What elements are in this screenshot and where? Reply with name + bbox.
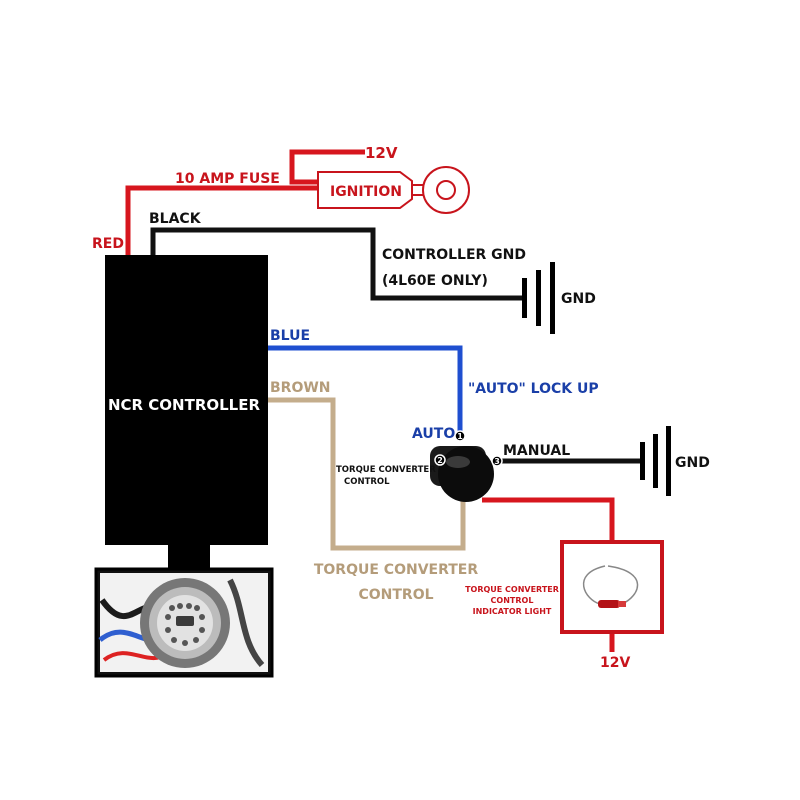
label-12v-top: 12V [365,144,398,162]
red-wire-indicator [482,497,615,542]
controller-name-label: NCR CONTROLLER [108,396,261,414]
switch-pin-3: 3 [494,457,500,466]
label-indicator-2: CONTROL [491,596,534,605]
black-wire-controller-gnd [150,227,522,301]
label-brown: BROWN [270,380,331,396]
switch-pin-2: 2 [437,456,443,465]
brown-wire-tcc [268,397,466,551]
label-fuse: 10 AMP FUSE [175,171,280,187]
rocker-switch-icon [430,430,503,502]
switch-pin-1: 1 [457,432,463,441]
label-auto: AUTO [412,426,455,442]
label-gnd-right: GND [675,455,710,471]
blue-wire-auto-lockup [268,345,463,436]
label-black: BLACK [149,211,202,227]
label-red: RED [92,236,124,252]
label-indicator-3: INDICATOR LIGHT [473,607,552,616]
ground-symbol-icon [640,426,671,496]
label-tcc-bottom-2: CONTROL [358,587,433,603]
indicator-light-icon [560,540,664,634]
ncr-controller-body [105,255,268,545]
label-blue: BLUE [270,328,310,344]
label-tcc-switch-1: TORQUE CONVERTER [336,465,436,475]
label-auto-lockup: "AUTO" LOCK UP [468,381,599,397]
label-ignition: IGNITION [330,184,402,200]
label-gnd-top: GND [561,291,596,307]
red-wire-12v-feed [289,149,365,185]
wires [125,149,640,652]
ignition-key-icon [317,166,470,214]
label-tcc-switch-2: CONTROL [344,477,390,487]
label-12v-bottom: 12V [600,655,630,671]
label-controller-gnd: CONTROLLER GND [382,247,526,263]
red-wire-fuse [125,185,318,258]
label-tcc-bottom-1: TORQUE CONVERTER [314,562,478,578]
ground-symbol-icon [522,262,555,334]
label-manual: MANUAL [503,443,570,459]
transmission-connector-icon [94,567,274,678]
label-indicator-1: TORQUE CONVERTER [465,585,559,594]
label-4l60e-only: (4L60E ONLY) [382,273,488,289]
